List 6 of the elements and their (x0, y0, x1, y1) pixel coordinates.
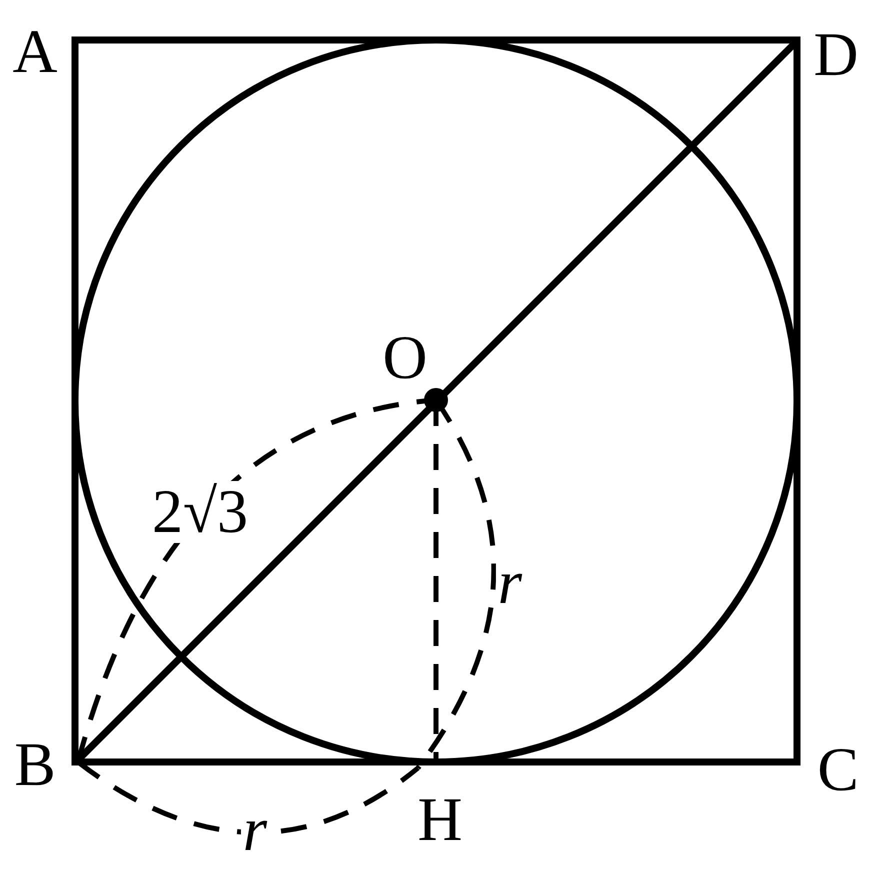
point-label: O (382, 327, 428, 389)
point-label: H (418, 789, 462, 851)
point-label: C (817, 739, 859, 801)
point-label: B (14, 734, 56, 796)
point-label: A (12, 21, 58, 83)
point-label: D (814, 24, 858, 86)
